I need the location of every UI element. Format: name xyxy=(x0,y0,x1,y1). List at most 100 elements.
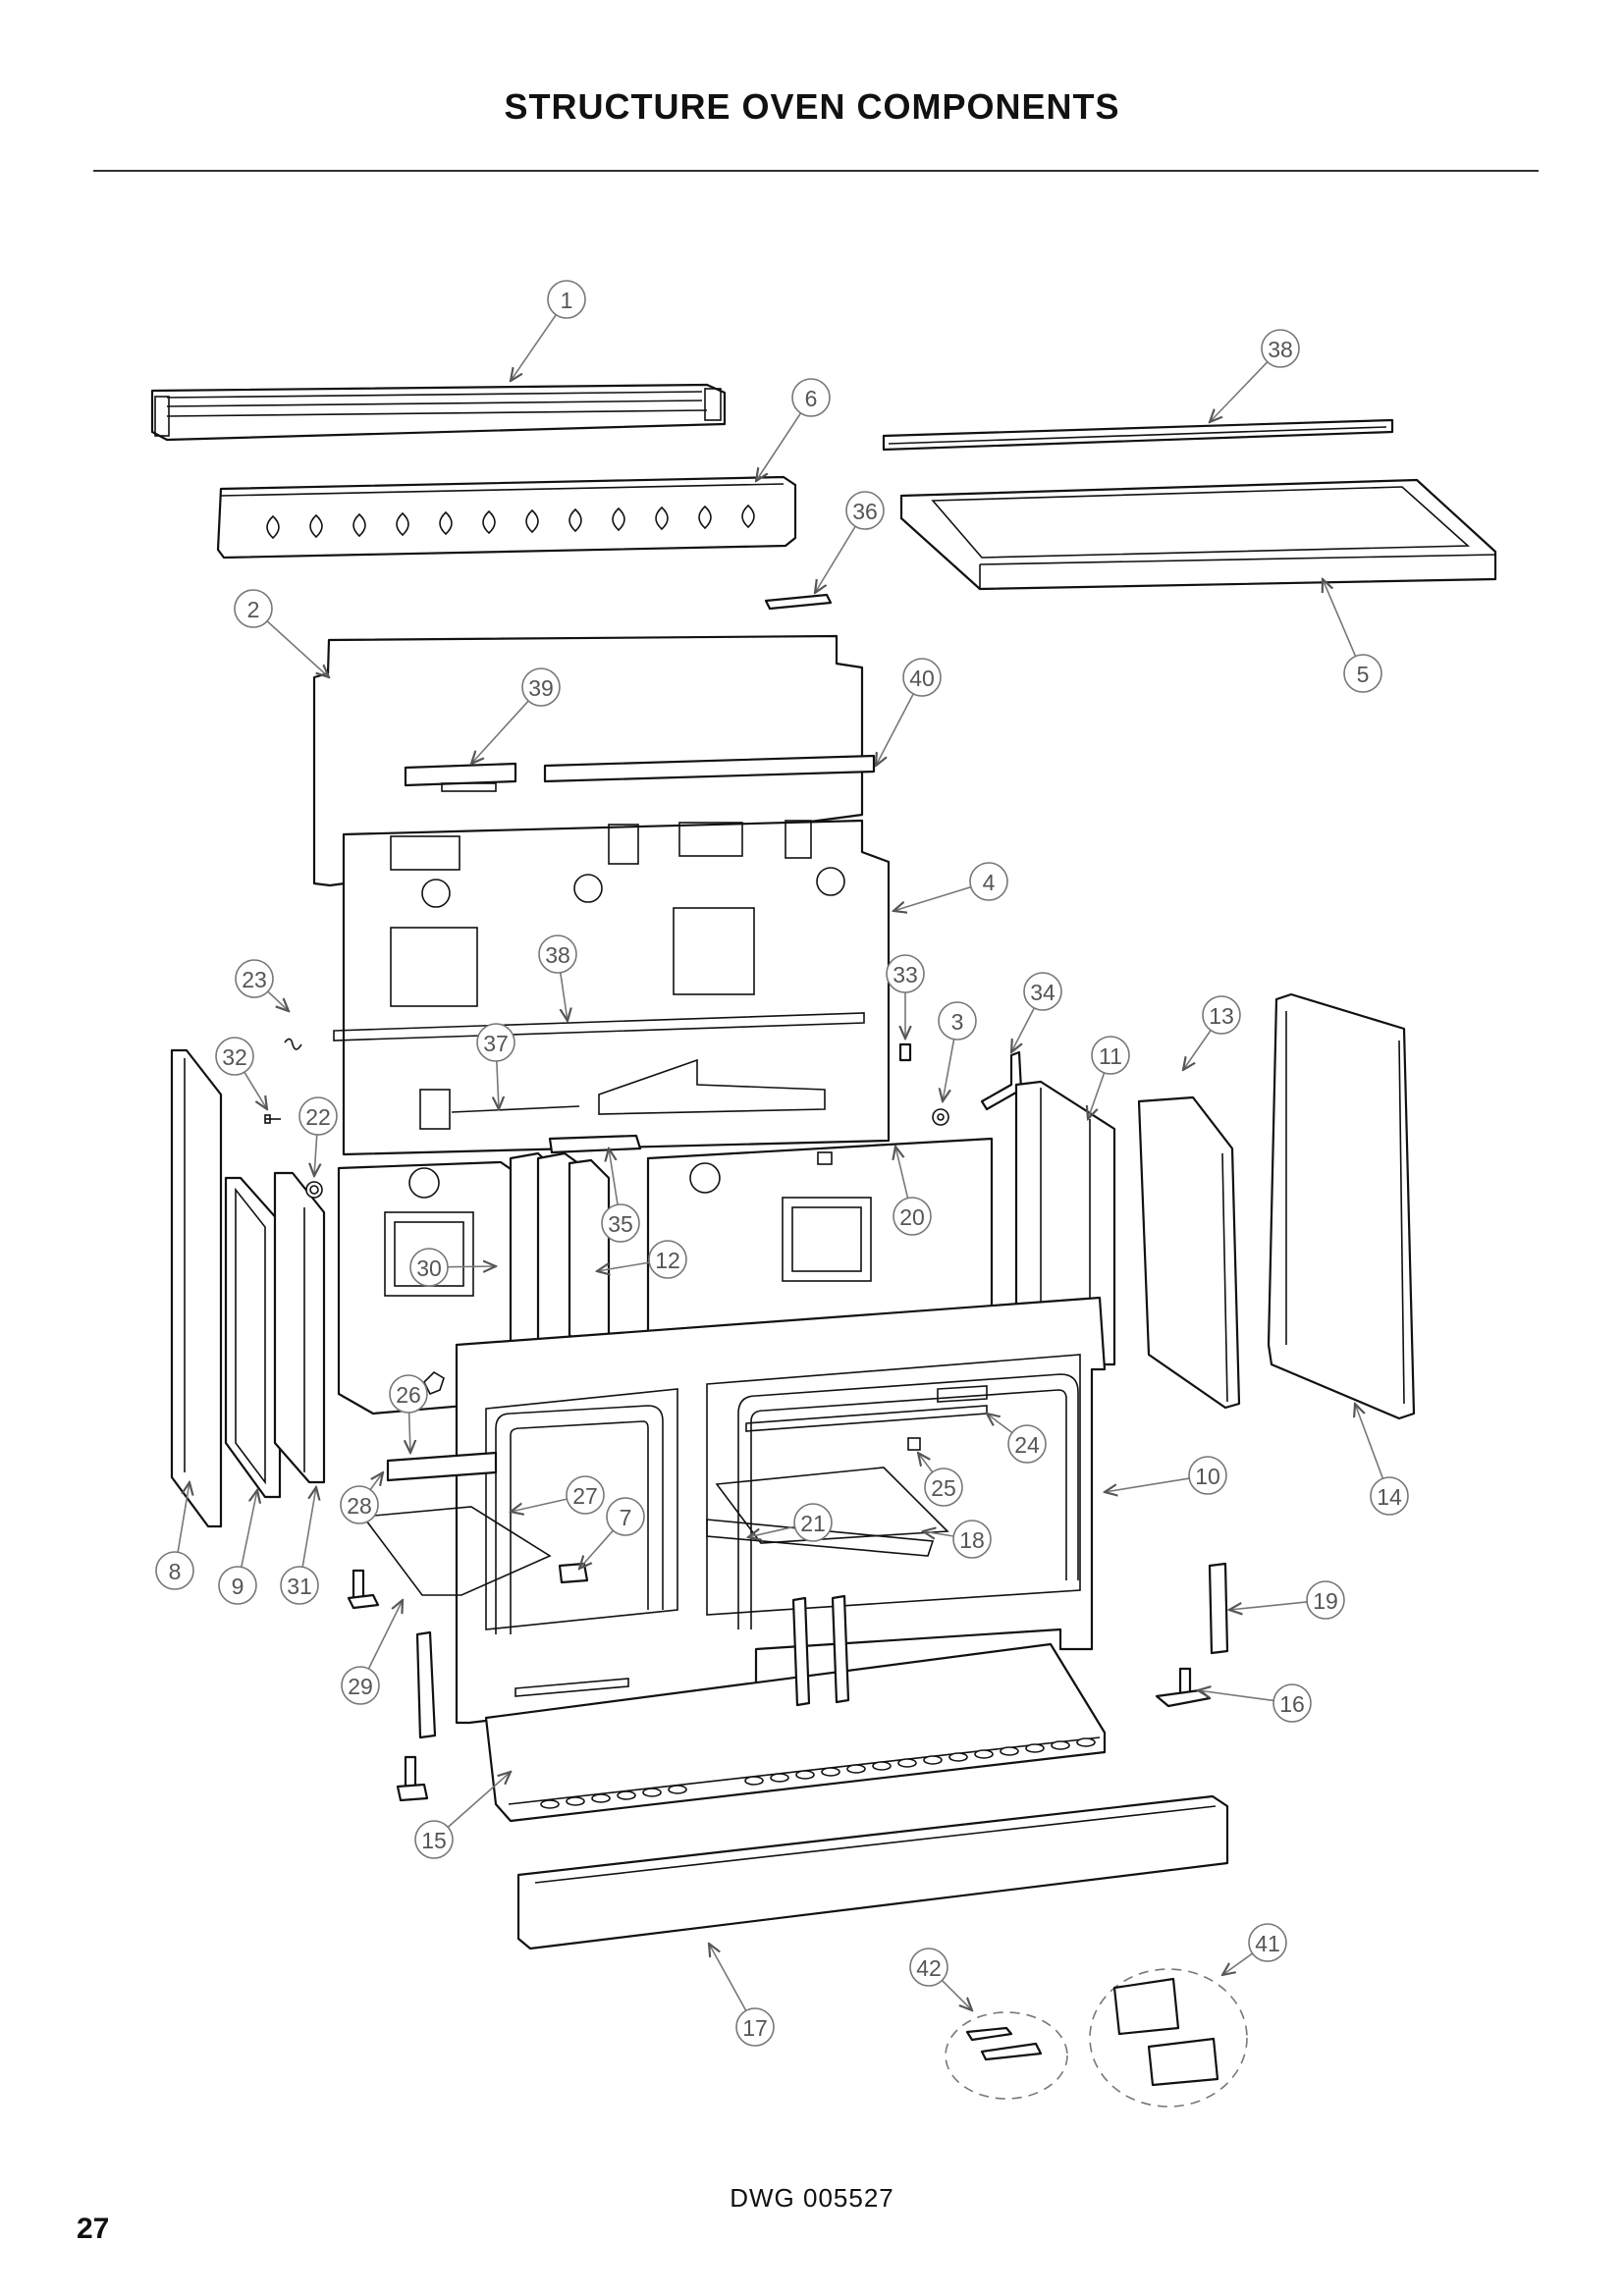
knob-hole xyxy=(266,514,280,540)
detail-view-42 xyxy=(945,2011,1068,2100)
base-vent-holes xyxy=(540,1737,1096,1809)
callout-circle xyxy=(155,1551,194,1590)
part-oven-floor xyxy=(706,1385,988,1557)
leader-line xyxy=(579,1529,614,1569)
callout-label: 37 xyxy=(483,1031,509,1056)
part-rear-back-panel xyxy=(333,819,891,1156)
callout-30: 30 xyxy=(409,1248,449,1287)
callout-label: 5 xyxy=(1357,662,1370,687)
vent-hole xyxy=(795,1770,815,1780)
callout-7: 7 xyxy=(606,1497,645,1536)
vent-hole xyxy=(770,1773,789,1783)
callout-label: 12 xyxy=(655,1248,680,1273)
callout-circle xyxy=(409,1248,449,1287)
callout-circle xyxy=(340,1485,379,1524)
callout-circle xyxy=(938,1001,977,1041)
part-front-oven-frame xyxy=(455,1296,1107,1725)
part-left-door-inner xyxy=(224,1176,282,1499)
leader-line xyxy=(301,1487,316,1568)
part-left-side-panel xyxy=(170,1048,223,1528)
callout-label: 27 xyxy=(572,1483,598,1509)
callout-28: 28 xyxy=(340,1485,379,1524)
callout-label: 22 xyxy=(305,1104,331,1130)
part-clip-7 xyxy=(558,1562,589,1584)
callout-label: 42 xyxy=(916,1955,942,1981)
callout-circle xyxy=(886,954,925,993)
callout-circle xyxy=(902,658,942,697)
callout-4: 4 xyxy=(969,862,1008,901)
callout-label: 38 xyxy=(545,942,570,968)
callout-42: 42 xyxy=(909,1948,948,1987)
leader-line xyxy=(314,1134,317,1176)
detail-view-41 xyxy=(1089,1968,1248,2108)
part-leveling-leg xyxy=(1155,1667,1212,1708)
part-right-side-panel xyxy=(1267,992,1416,1420)
callout-41: 41 xyxy=(1248,1923,1287,1962)
part-rear-bracket-39 xyxy=(404,762,517,792)
leader-line xyxy=(941,1979,972,2010)
callout-label: 9 xyxy=(232,1574,244,1599)
callout-label: 1 xyxy=(561,288,573,313)
callout-circle xyxy=(298,1096,338,1136)
callout-26: 26 xyxy=(389,1374,428,1414)
part-control-panel xyxy=(216,475,797,560)
leader-line xyxy=(923,1531,954,1536)
knob-hole xyxy=(309,513,323,539)
callout-label: 33 xyxy=(893,962,918,988)
leader-line xyxy=(471,700,529,764)
callout-23: 23 xyxy=(235,959,274,998)
leader-line xyxy=(409,1412,410,1453)
callout-circle xyxy=(606,1497,645,1536)
knob-hole xyxy=(741,504,755,529)
leader-line xyxy=(369,1472,383,1491)
callout-label: 6 xyxy=(805,386,818,411)
callout-label: 28 xyxy=(347,1493,372,1519)
callout-circle xyxy=(341,1666,380,1705)
callout-label: 41 xyxy=(1255,1931,1280,1956)
vent-hole xyxy=(566,1796,585,1806)
callout-label: 24 xyxy=(1014,1432,1040,1458)
part-spring-23 xyxy=(284,1038,302,1050)
callout-3: 3 xyxy=(938,1001,977,1041)
leader-line xyxy=(1011,1007,1035,1052)
leader-line xyxy=(1210,361,1269,422)
knob-hole xyxy=(352,512,366,538)
callout-40: 40 xyxy=(902,658,942,697)
callout-36: 36 xyxy=(845,491,885,530)
vent-hole xyxy=(1000,1746,1019,1756)
callout-label: 15 xyxy=(421,1828,447,1853)
callout-circle xyxy=(215,1037,254,1076)
part-right-inner-panel xyxy=(1137,1095,1241,1410)
callout-9: 9 xyxy=(218,1566,257,1605)
vent-hole xyxy=(617,1790,636,1800)
callout-circle xyxy=(1023,972,1062,1011)
vent-hole xyxy=(1025,1743,1045,1753)
leader-line xyxy=(511,1498,568,1512)
leader-line xyxy=(1222,1952,1254,1975)
callout-circle xyxy=(969,862,1008,901)
callout-label: 13 xyxy=(1209,1003,1234,1029)
vent-hole xyxy=(948,1752,968,1762)
vent-hole xyxy=(642,1788,662,1797)
callout-38: 38 xyxy=(538,934,577,974)
callout-label: 7 xyxy=(620,1505,632,1530)
callout-16: 16 xyxy=(1272,1683,1312,1723)
part-grommet-3 xyxy=(932,1108,949,1126)
callout-circle xyxy=(476,1023,515,1062)
leader-line xyxy=(511,314,557,381)
part-oven-liner-tubes xyxy=(495,1373,1079,1634)
callout-11: 11 xyxy=(1091,1036,1130,1075)
vent-hole xyxy=(923,1755,943,1765)
callout-circle xyxy=(1306,1580,1345,1620)
callout-circle xyxy=(791,378,831,417)
callout-label: 20 xyxy=(899,1204,925,1230)
callout-label: 31 xyxy=(287,1574,312,1599)
callout-14: 14 xyxy=(1370,1476,1409,1516)
knob-hole xyxy=(698,505,712,530)
leader-line xyxy=(943,1039,955,1101)
leader-line xyxy=(756,412,802,481)
callout-8: 8 xyxy=(155,1551,194,1590)
callout-circle xyxy=(735,2007,775,2047)
callout-label: 16 xyxy=(1279,1691,1305,1717)
leader-line xyxy=(267,990,289,1011)
